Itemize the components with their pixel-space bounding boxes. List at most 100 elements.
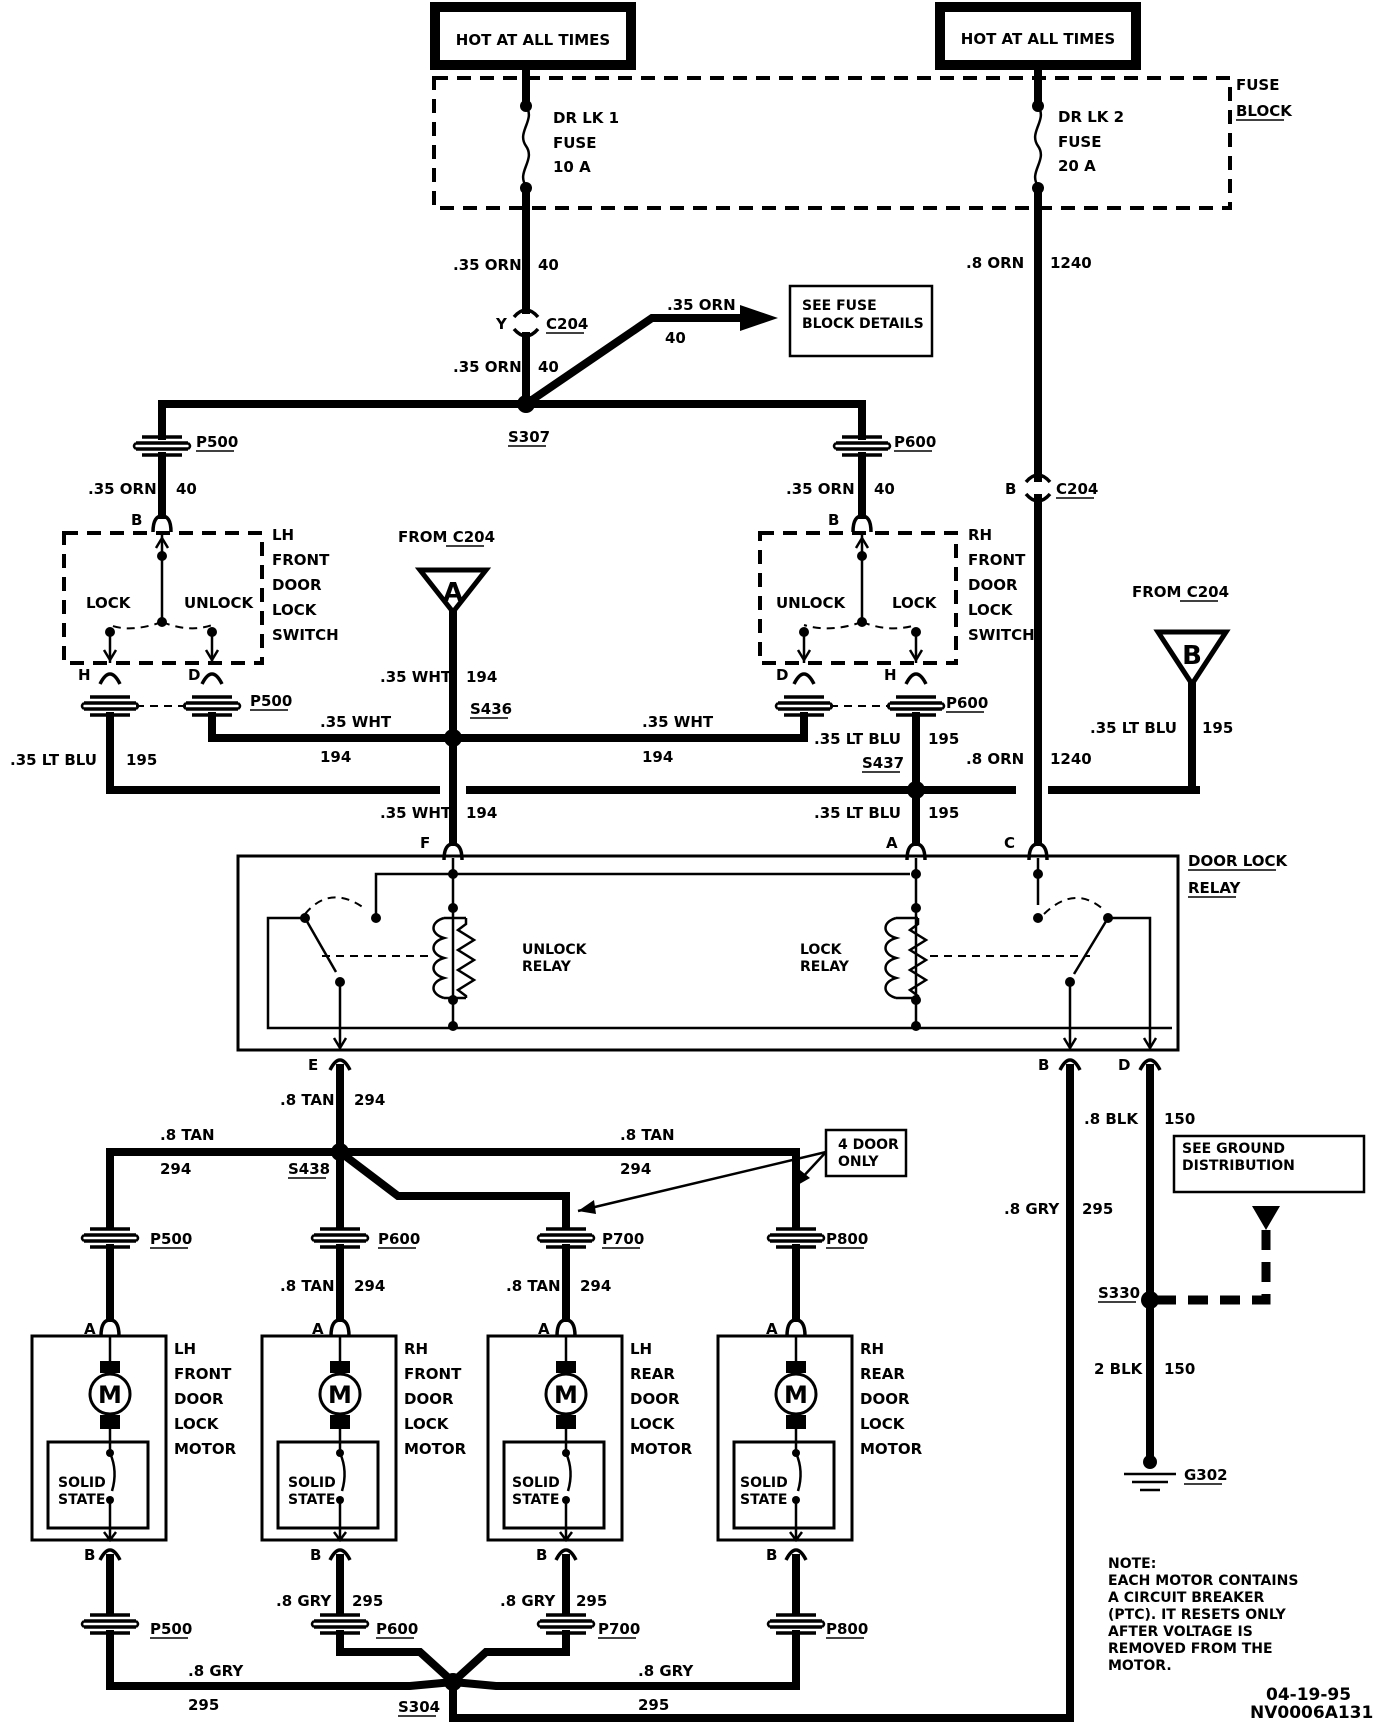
wire-label-wht-194-right: .35 WHT: [642, 713, 714, 731]
wire-circuit-40-rh: 40: [874, 480, 895, 498]
wire-label-ltblu-195-left: .35 LT BLU: [10, 751, 97, 769]
rh-front-motor-label-1: RH: [404, 1340, 428, 1358]
wire-circuit-294-relay: 294: [354, 1091, 385, 1109]
lh-rear-door-lock-motor: [486, 1334, 624, 1542]
connector-p500-switch: P500: [250, 692, 292, 710]
rh-front-motor-label-4: LOCK: [404, 1415, 450, 1433]
lh-switch-label-3: DOOR: [272, 576, 322, 594]
lh-front-motor-label-2: FRONT: [174, 1365, 232, 1383]
motor-m-3: M: [554, 1381, 578, 1409]
wire-label-tan-294-left: .8 TAN: [160, 1126, 215, 1144]
wire-circuit-40-lh: 40: [176, 480, 197, 498]
door-lock-relay-module: [236, 854, 1180, 1052]
off-page-connector-b[interactable]: [1153, 629, 1231, 689]
splice-s436-label: S436: [470, 700, 512, 718]
solid-state-3-b: STATE: [512, 1492, 559, 1508]
see-ground-distribution-box[interactable]: [1172, 1134, 1366, 1194]
wire-circuit-1240-a: 1240: [1050, 254, 1092, 272]
connector-p500-bottom: P500: [150, 1620, 192, 1638]
connector-c204-right: C204: [1056, 480, 1098, 498]
door-lock-relay-label-2: RELAY: [1188, 879, 1242, 897]
pin-d-rh: D: [776, 666, 788, 684]
wire-label-orn-40-c: .35 ORN: [667, 296, 736, 314]
rh-switch-label-5: SWITCH: [968, 626, 1035, 644]
fuse-1-type: FUSE: [553, 134, 596, 152]
wire-circuit-294-rh: 294: [354, 1277, 385, 1295]
pin-d-lh: D: [188, 666, 200, 684]
motor-m-4: M: [784, 1381, 808, 1409]
wire-label-ltblu-195-s437: .35 LT BLU: [814, 730, 901, 748]
off-page-connector-a[interactable]: [414, 567, 492, 617]
wire-label-gry-295-left: .8 GRY: [188, 1662, 244, 1680]
lh-switch-unlock: UNLOCK: [184, 594, 255, 612]
unlock-relay-label-2: RELAY: [522, 959, 572, 975]
from-c204-a-label: FROM C204: [398, 528, 495, 546]
rh-front-motor-label-3: DOOR: [404, 1390, 454, 1408]
fuse-2-name: DR LK 2: [1058, 108, 1124, 126]
note-line-2: EACH MOTOR CONTAINS: [1108, 1573, 1298, 1589]
wire-circuit-295-left: 295: [188, 1696, 219, 1714]
solid-state-2-b: STATE: [288, 1492, 335, 1508]
connector-p500-motor-top: P500: [150, 1230, 192, 1248]
rh-rear-motor-label-1: RH: [860, 1340, 884, 1358]
fuse-block-label-2: BLOCK: [1236, 102, 1293, 120]
solid-state-2-a: SOLID: [288, 1475, 336, 1491]
pin-b-m2: B: [310, 1546, 321, 1564]
rh-switch-label-3: DOOR: [968, 576, 1018, 594]
wire-circuit-295-right: 295: [638, 1696, 669, 1714]
hot-at-all-times-label-left: HOT AT ALL TIMES: [456, 31, 610, 49]
solid-state-3-a: SOLID: [512, 1475, 560, 1491]
solid-state-4-a: SOLID: [740, 1475, 788, 1491]
motor-m-2: M: [328, 1381, 352, 1409]
splice-s437: [907, 781, 925, 799]
splice-s438-label: S438: [288, 1160, 330, 1178]
pin-a-relay: A: [886, 834, 898, 852]
wire-circuit-295-m3: 295: [576, 1592, 607, 1610]
connector-p600-switch: P600: [946, 694, 988, 712]
rh-rear-motor-label-4: LOCK: [860, 1415, 906, 1433]
rh-switch-lock: LOCK: [892, 594, 938, 612]
note-line-4: (PTC). IT RESETS ONLY: [1108, 1607, 1287, 1623]
motor-m-1: M: [98, 1381, 122, 1409]
rh-switch-label-1: RH: [968, 526, 992, 544]
rh-front-door-lock-motor: [260, 1334, 398, 1542]
lh-switch-lock: LOCK: [86, 594, 132, 612]
fuse-1-name: DR LK 1: [553, 109, 619, 127]
rh-rear-door-lock-motor: [716, 1334, 854, 1542]
wire-circuit-195-s437: 195: [928, 730, 959, 748]
door-lock-relay-label-1: DOOR LOCK: [1188, 852, 1289, 870]
lh-rear-motor-label-2: REAR: [630, 1365, 675, 1383]
wire-label-ltblu-195-relay: .35 LT BLU: [814, 804, 901, 822]
fuse-2-element: [1033, 105, 1043, 187]
pin-b-m3: B: [536, 1546, 547, 1564]
four-door-only-line2: ONLY: [838, 1154, 879, 1170]
fuse-block-label: FUSE: [1236, 76, 1279, 94]
note-line-6: REMOVED FROM THE: [1108, 1641, 1273, 1657]
rh-switch-unlock: UNLOCK: [776, 594, 847, 612]
wire-circuit-194-left: 194: [320, 748, 351, 766]
pin-b-m4: B: [766, 1546, 777, 1564]
solid-state-4-b: STATE: [740, 1492, 787, 1508]
wire-label-wht-194-left: .35 WHT: [320, 713, 392, 731]
wire-circuit-294-lhr: 294: [580, 1277, 611, 1295]
wire-label-tan-294-lhr: .8 TAN: [506, 1277, 561, 1295]
wire-label-orn-1240-a: .8 ORN: [966, 254, 1024, 272]
connector-p500-top: P500: [196, 433, 238, 451]
pin-f-relay: F: [420, 834, 430, 852]
wire-label-gry-295-m2: .8 GRY: [276, 1592, 332, 1610]
connector-p800-bottom: P800: [826, 1620, 868, 1638]
splice-s436: [444, 729, 462, 747]
splice-s307-label: S307: [508, 428, 550, 446]
see-fuse-block-details-box[interactable]: [788, 284, 934, 358]
wire-circuit-195-left: 195: [126, 751, 157, 769]
unlock-relay-label-1: UNLOCK: [522, 942, 588, 958]
footer-date: 04-19-95: [1266, 1685, 1351, 1705]
lh-rear-motor-label-3: DOOR: [630, 1390, 680, 1408]
wire-circuit-195-relay: 195: [928, 804, 959, 822]
pin-e-relay: E: [308, 1056, 318, 1074]
connector-c204-top: C204: [546, 315, 588, 333]
solid-state-1-b: STATE: [58, 1492, 105, 1508]
wire-circuit-194-right: 194: [642, 748, 673, 766]
pin-a-m1: A: [84, 1320, 96, 1338]
ground-g302-label: G302: [1184, 1466, 1228, 1484]
